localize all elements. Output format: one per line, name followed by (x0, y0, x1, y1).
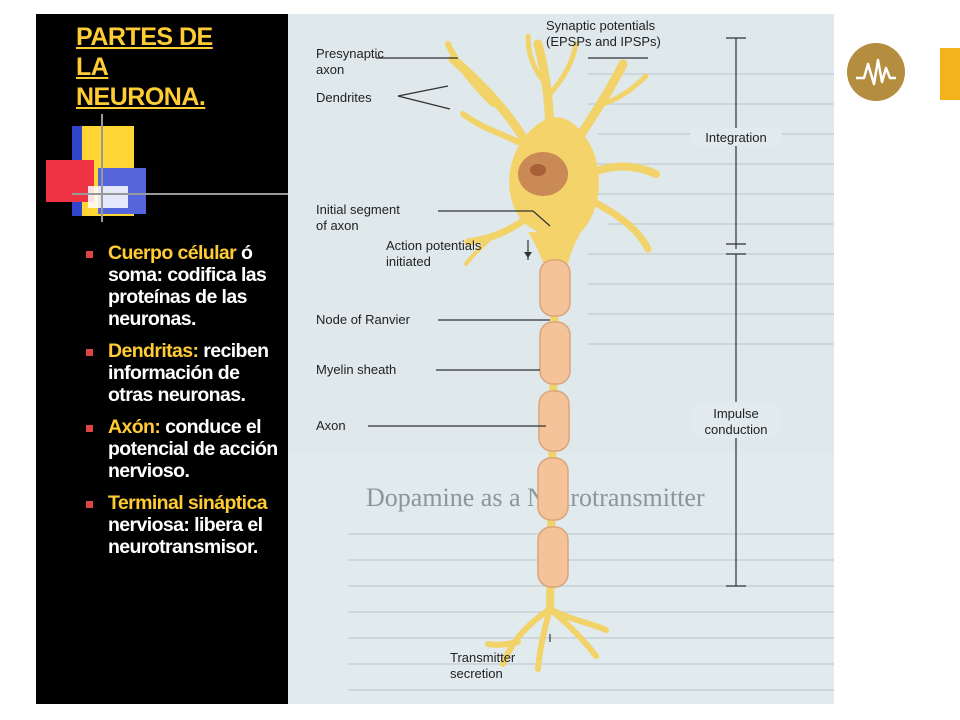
label-axon: Axon (316, 418, 346, 433)
label-initial-1: Initial segment (316, 202, 400, 217)
right-labels: Synaptic potentials (EPSPs and IPSPs) In… (546, 18, 782, 438)
bullet-text: conduce el potencial de acción nervioso. (108, 416, 278, 482)
bullet-term: Cuerpo célular (108, 242, 237, 264)
left-labels: Presynaptic axon Dendrites Initial segme… (316, 46, 516, 681)
bullet-list: Cuerpo célular ó soma: codifica las prot… (80, 242, 288, 568)
book-heading: Dopamine as a Neurotransmitter (366, 483, 705, 512)
bullet-term: Axón: (108, 416, 161, 438)
label-myelin: Myelin sheath (316, 362, 396, 377)
axon-terminals (485, 606, 609, 672)
bullet-soma: Cuerpo célular ó soma: codifica las prot… (80, 242, 288, 330)
label-initial-2: of axon (316, 218, 359, 233)
label-transmitter-2: secretion (450, 666, 503, 681)
bullet-text: nerviosa: libera el neurotransmisor. (108, 514, 263, 558)
arrow-down-icon (524, 252, 532, 258)
nucleolus-shape (530, 164, 546, 176)
label-presynaptic-1: Presynaptic (316, 46, 384, 61)
label-presynaptic-2: axon (316, 62, 344, 77)
label-ap-2: initiated (386, 254, 431, 269)
label-synaptic-2: (EPSPs and IPSPs) (546, 34, 661, 49)
title-line-2: LA (76, 53, 109, 81)
label-integration-bg (690, 128, 782, 146)
label-dendrites: Dendrites (316, 90, 372, 105)
title-line-3: NEURONA. (76, 83, 206, 111)
slide-title: PARTES DE LA NEURONA. (76, 22, 256, 112)
bullet-text: reciben información de otras neuronas. (108, 340, 269, 406)
neuron-wave-logo-icon (847, 43, 905, 101)
label-impulse-1: Impulse (713, 406, 759, 421)
bullet-text: ó soma: codifica las proteínas de las ne… (108, 242, 267, 330)
neuron-figure: Dopamine as a Neurotransmitter (288, 14, 834, 704)
label-impulse-2: conduction (705, 422, 768, 437)
bullet-marker-icon (86, 349, 93, 356)
bullet-marker-icon (86, 251, 93, 258)
title-line-1: PARTES DE (76, 23, 213, 51)
label-ap-1: Action potentials (386, 238, 482, 253)
neuron-diagram: Dopamine as a Neurotransmitter (288, 14, 834, 691)
bullet-marker-icon (86, 425, 93, 432)
leader-lines (368, 57, 551, 642)
label-impulse-bg (690, 402, 782, 438)
label-integration: Integration (705, 130, 766, 145)
deco-white (88, 186, 128, 208)
accent-bar (940, 48, 960, 100)
text-panel: PARTES DE LA NEURONA. Cuerpo célular ó s… (36, 14, 288, 704)
label-transmitter-1: Transmitter (450, 650, 516, 665)
label-node: Node of Ranvier (316, 312, 411, 327)
bullet-term: Terminal sináptica (108, 492, 268, 514)
initial-segment-shape (528, 232, 580, 274)
bullet-marker-icon (86, 501, 93, 508)
bullet-terminal: Terminal sináptica nerviosa: libera el n… (80, 492, 288, 558)
label-synaptic-1: Synaptic potentials (546, 18, 656, 33)
bullet-axon: Axón: conduce el potencial de acción ner… (80, 416, 288, 482)
bullet-dendrites: Dendritas: reciben información de otras … (80, 340, 288, 406)
bullet-term: Dendritas: (108, 340, 199, 362)
deco-red (46, 160, 94, 202)
decorative-squares (46, 114, 288, 222)
myelin-segments (537, 259, 571, 588)
